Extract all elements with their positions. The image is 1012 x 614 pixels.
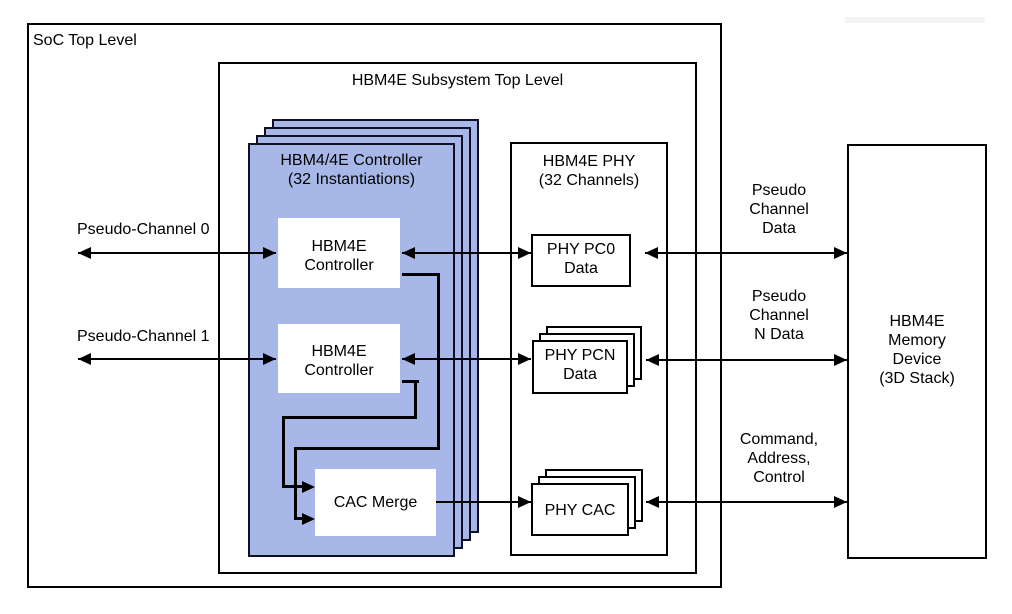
scan-artifact (845, 17, 985, 23)
arrow-cacmerge-phycac-head (518, 496, 531, 508)
pseudo-channel-data-label: Pseudo Channel Data (719, 181, 839, 238)
phy-pcn-label: PHY PCN Data (532, 346, 628, 384)
controller-0-label: HBM4E Controller (278, 237, 400, 275)
arrow-pcn-right-line (646, 359, 847, 361)
arrow-ctrl0-phy-head-left (402, 247, 415, 259)
route-ctrl1-cac-seg3 (282, 416, 417, 419)
route-ctrl0-cac-seg4 (294, 447, 297, 520)
arrow-cac-right-line (646, 501, 847, 503)
controller-1-box (278, 324, 400, 393)
arrow-pc0-left-head-right (263, 247, 276, 259)
cac-merge-box (315, 469, 436, 536)
arrow-pcn-right-head-right (834, 354, 847, 366)
controller-1-line1: HBM4E (311, 343, 367, 360)
command-line3: Control (753, 469, 805, 486)
memory-line4: (3D Stack) (879, 370, 955, 387)
phy-title-line1: HBM4E PHY (542, 153, 636, 170)
phy-pc0-box (531, 234, 631, 287)
phy-pc0-label: PHY PC0 Data (531, 240, 631, 278)
pseudo-channel-0-label: Pseudo-Channel 0 (77, 221, 210, 238)
route-ctrl1-cac-arrowhead (302, 480, 315, 493)
command-line2: Address, (747, 450, 811, 467)
phy-cac-label: PHY CAC (544, 502, 616, 519)
arrow-pc0-left-head-left (78, 247, 91, 259)
soc-top-level-label: SoC Top Level (33, 32, 137, 49)
controller-0-line2: Controller (304, 257, 374, 274)
arrow-cac-right-head-right (834, 496, 847, 508)
route-ctrl0-cac-seg3 (294, 447, 440, 450)
route-ctrl1-cac-seg2 (414, 380, 417, 419)
phy-pcn-line1: PHY PCN (544, 347, 616, 364)
pseudo-channel-data-line2: Channel (749, 201, 809, 218)
controller-stack-title: HBM4/4E Controller (32 Instantiations) (248, 151, 455, 189)
cac-merge-label: CAC Merge (333, 494, 418, 511)
phy-cac-front (531, 483, 629, 536)
memory-line2: Memory (888, 332, 946, 349)
pseudo-channel-n-data-label: Pseudo Channel N Data (719, 287, 839, 344)
route-ctrl0-cac-seg5 (294, 517, 306, 520)
arrow-ctrl0-phy-line (402, 252, 531, 254)
command-line1: Command, (739, 431, 819, 448)
controller-0-box (278, 218, 400, 288)
controller-0-line1: HBM4E (311, 238, 367, 255)
phy-pcn-front (532, 340, 628, 394)
route-ctrl1-cac-seg5 (282, 485, 304, 488)
arrow-pc1-left-line (78, 358, 276, 360)
phy-title-line2: (32 Channels) (538, 172, 640, 189)
pseudo-channel-n-data-line2: Channel (749, 307, 809, 324)
memory-line1: HBM4E (889, 313, 945, 330)
arrow-pc0-right-head-right (834, 247, 847, 259)
route-ctrl1-cac-seg1 (402, 380, 419, 383)
arrow-pc1-left-head-left (78, 353, 91, 365)
route-ctrl0-cac-arrowhead (302, 512, 315, 525)
pseudo-channel-data-line3: Data (762, 220, 796, 237)
arrow-ctrl1-phy-head-right (518, 353, 531, 365)
pseudo-channel-n-data-line3: N Data (754, 326, 804, 343)
arrow-ctrl0-phy-head-right (518, 247, 531, 259)
phy-title: HBM4E PHY (32 Channels) (510, 152, 668, 190)
pseudo-channel-data-line1: Pseudo (751, 182, 807, 199)
pseudo-channel-1-label: Pseudo-Channel 1 (77, 328, 210, 345)
phy-pcn-line2: Data (563, 366, 597, 383)
route-ctrl1-cac-seg4 (282, 416, 285, 488)
phy-pc0-line2: Data (564, 260, 598, 277)
arrow-cac-right-head-left (646, 496, 659, 508)
arrow-pc1-left-head-right (263, 353, 276, 365)
command-address-control-label: Command, Address, Control (719, 430, 839, 487)
arrow-pc0-right-line (645, 252, 847, 254)
controller-stack-title-line2: (32 Instantiations) (287, 171, 416, 188)
memory-device-box (847, 144, 987, 559)
arrow-pcn-right-head-left (646, 354, 659, 366)
phy-pc0-line1: PHY PC0 (546, 241, 616, 258)
controller-1-label: HBM4E Controller (278, 342, 400, 380)
controller-stack-title-line1: HBM4/4E Controller (280, 152, 423, 169)
memory-device-label: HBM4E Memory Device (3D Stack) (847, 312, 987, 388)
subsystem-title: HBM4E Subsystem Top Level (351, 72, 564, 89)
arrow-ctrl1-phy-head-left (402, 353, 415, 365)
arrow-pc0-right-head-left (645, 247, 658, 259)
arrow-pc0-left-line (78, 252, 276, 254)
arrow-cacmerge-phycac-line (436, 501, 531, 503)
memory-line3: Device (892, 351, 942, 368)
controller-1-line2: Controller (304, 362, 374, 379)
route-ctrl0-cac-seg1 (402, 273, 440, 276)
pseudo-channel-n-data-line1: Pseudo (751, 288, 807, 305)
arrow-ctrl1-phy-line (402, 358, 531, 360)
route-ctrl0-cac-seg2 (437, 273, 440, 450)
